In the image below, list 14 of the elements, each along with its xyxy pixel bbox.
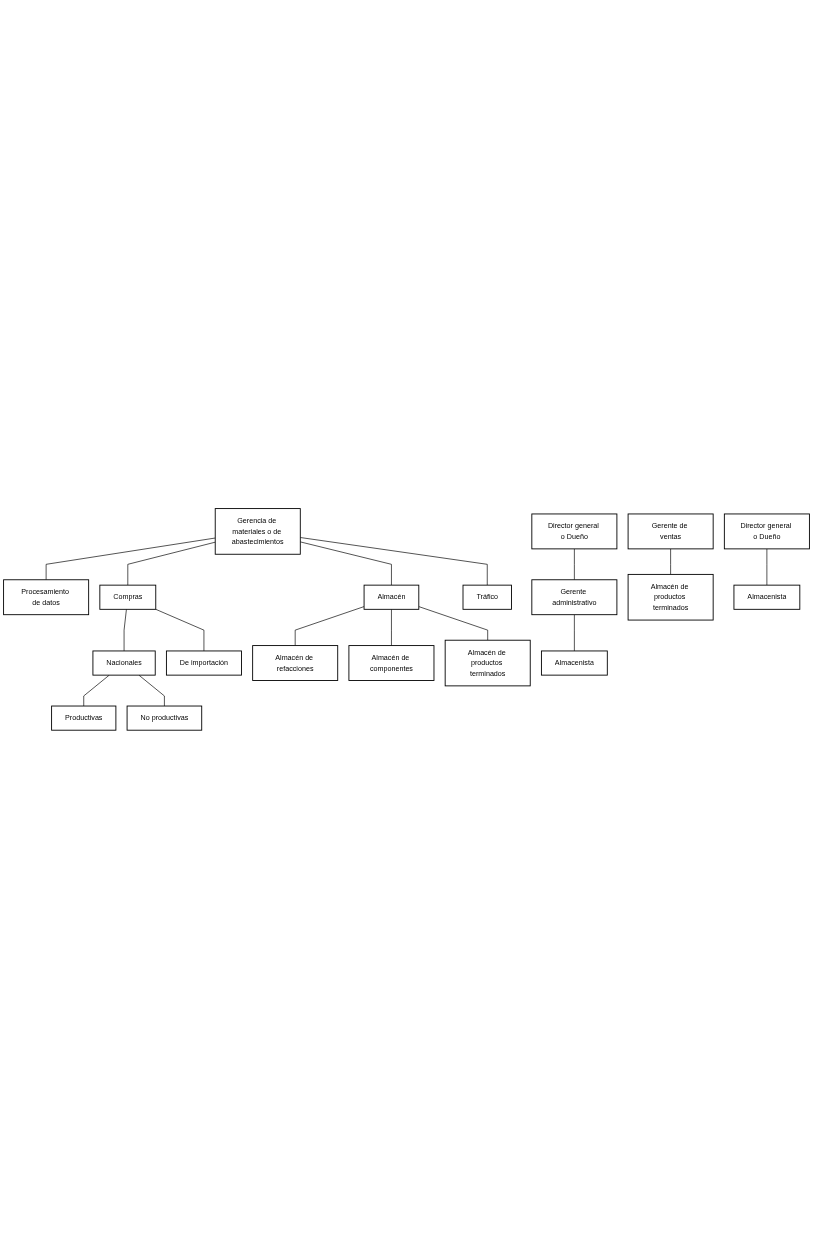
connector	[45, 537, 216, 580]
connector	[299, 536, 488, 586]
connector	[127, 541, 216, 586]
connector	[294, 605, 365, 646]
connector	[391, 608, 392, 646]
connector	[670, 548, 671, 575]
connector	[155, 608, 205, 651]
connector	[299, 541, 392, 586]
connector	[138, 674, 165, 706]
connector	[83, 674, 110, 706]
connector	[574, 613, 575, 651]
connector	[574, 548, 575, 580]
connector	[123, 608, 127, 651]
connector	[418, 605, 489, 641]
